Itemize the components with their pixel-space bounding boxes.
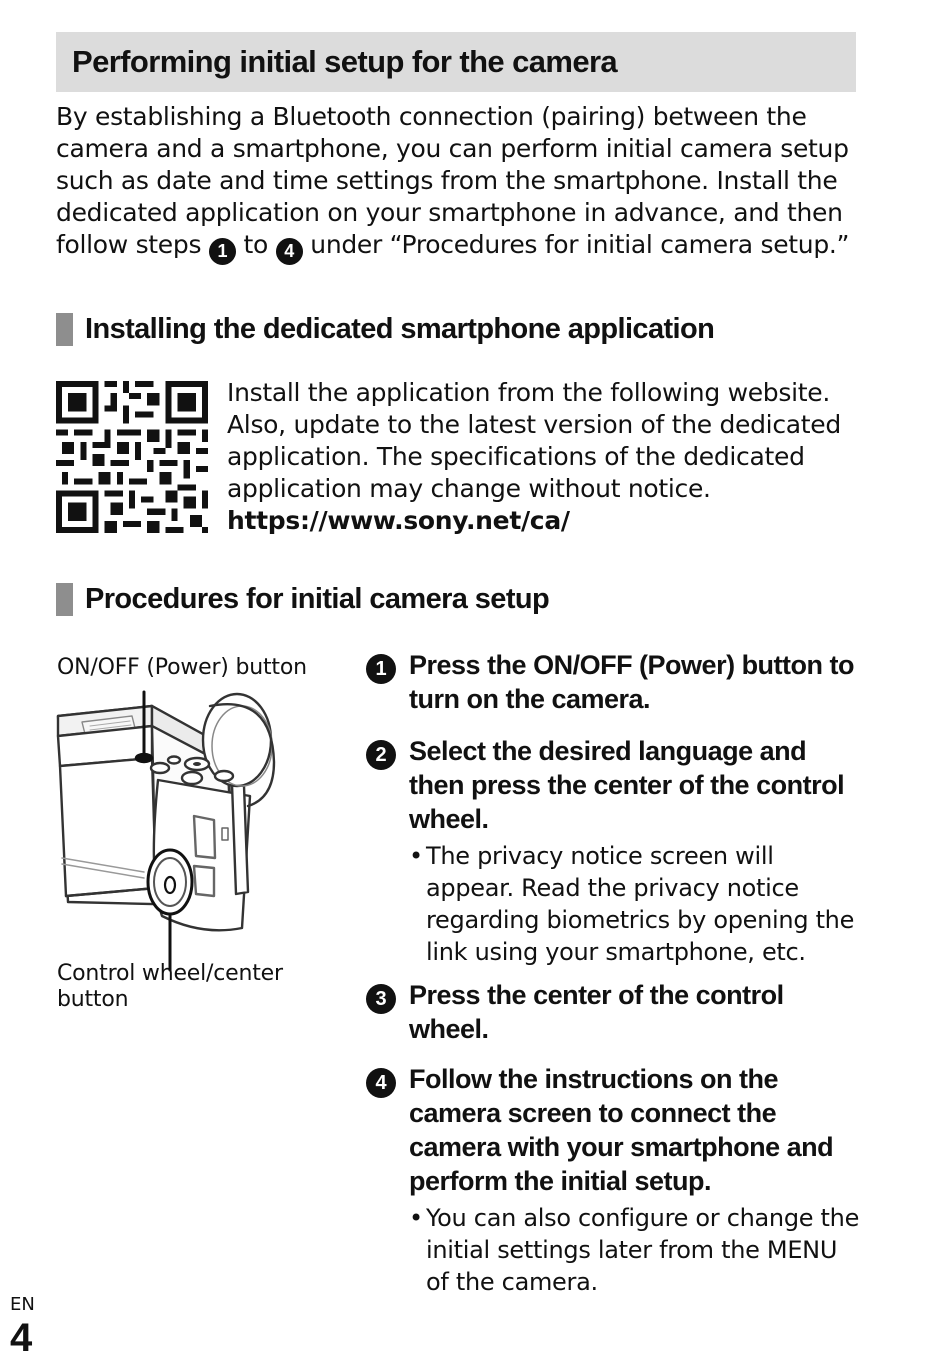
step-2-icon: 2: [366, 740, 396, 770]
power-button-label: ON/OFF (Power) button: [57, 655, 307, 680]
step-4: 4 Follow the instructions on the camera …: [364, 1062, 864, 1298]
qr-code-icon: [56, 381, 208, 533]
step-4-icon: 4: [366, 1068, 396, 1098]
step-3-icon: 3: [366, 984, 396, 1014]
page-title: Performing initial setup for the camera: [72, 44, 618, 79]
camera-illustration-icon: [56, 690, 276, 972]
install-section-header: Installing the dedicated smartphone appl…: [56, 313, 715, 346]
install-paragraph: Install the application from the followi…: [227, 377, 867, 537]
step-2-text: Select the desired language and then pre…: [409, 736, 845, 834]
page-number: 4: [10, 1316, 33, 1360]
step-1-icon: 1: [208, 238, 236, 265]
intro-paragraph: By establishing a Bluetooth connection (…: [56, 101, 866, 265]
procedures-section-title: Procedures for initial camera setup: [85, 583, 550, 615]
title-bar: Performing initial setup for the camera: [56, 32, 856, 92]
step-1-icon: 1: [366, 654, 396, 684]
section-marker: [56, 583, 73, 616]
install-text: Install the application from the followi…: [227, 378, 841, 503]
procedures-section-header: Procedures for initial camera setup: [56, 583, 550, 616]
control-wheel-label-line2: button: [57, 987, 129, 1012]
install-url[interactable]: https://www.sony.net/ca/: [227, 506, 570, 535]
section-marker: [56, 313, 73, 346]
intro-to: to: [235, 230, 276, 259]
steps-list: 1 Press the ON/OFF (Power) button to tur…: [364, 648, 864, 1298]
step-4-text: Follow the instructions on the camera sc…: [409, 1064, 834, 1196]
step-4-note: You can also configure or change the ini…: [409, 1202, 864, 1298]
intro-tail: under “Procedures for initial camera set…: [302, 230, 850, 259]
step-4-icon: 4: [275, 238, 303, 265]
step-1: 1 Press the ON/OFF (Power) button to tur…: [364, 648, 864, 716]
install-section-title: Installing the dedicated smartphone appl…: [85, 313, 715, 345]
step-2: 2 Select the desired language and then p…: [364, 734, 864, 968]
control-wheel-label: Control wheel/center button: [57, 961, 283, 1013]
intro-text: By establishing a Bluetooth connection (…: [56, 102, 849, 259]
language-code: EN: [10, 1294, 35, 1315]
step-3-text: Press the center of the control wheel.: [409, 980, 784, 1044]
step-1-text: Press the ON/OFF (Power) button to turn …: [409, 650, 855, 714]
step-3: 3 Press the center of the control wheel.: [364, 978, 864, 1046]
control-wheel-label-line1: Control wheel/center: [57, 961, 283, 986]
step-2-note: The privacy notice screen will appear. R…: [409, 840, 864, 968]
